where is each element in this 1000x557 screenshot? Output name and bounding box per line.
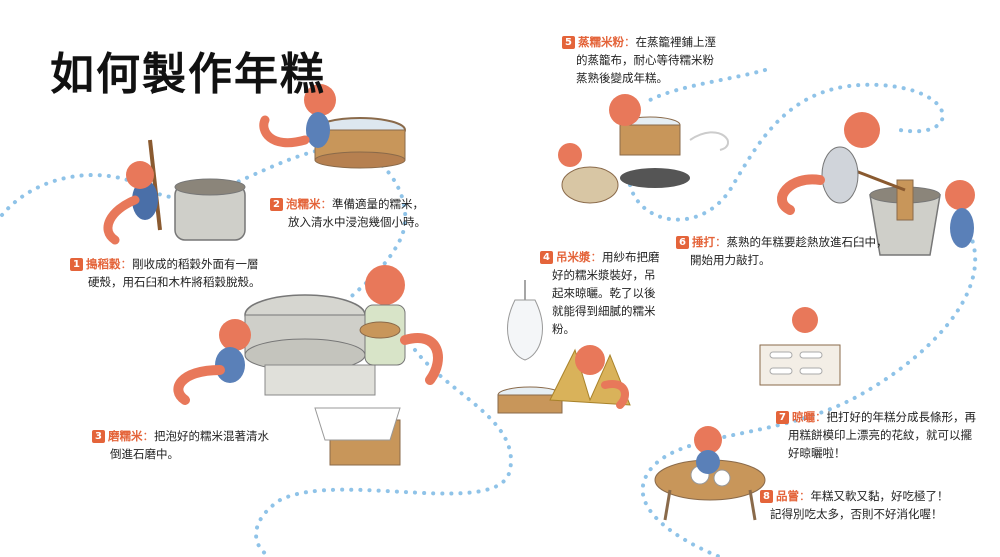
step-name: 品嘗 bbox=[776, 489, 799, 503]
step-desc-line: 記得別吃太多，否則不好消化喔！ bbox=[770, 507, 943, 521]
step-desc-line: 在蒸籠裡鋪上溼 bbox=[635, 35, 717, 49]
step-name: 搗稻穀 bbox=[86, 257, 121, 271]
step-desc-line: 硬殼，用石臼和木杵將稻穀脫殼。 bbox=[88, 275, 261, 289]
step-number-badge: 5 bbox=[562, 36, 575, 49]
step-desc-line: 起來晾曬。乾了以後 bbox=[552, 286, 656, 300]
scene-tasting bbox=[654, 426, 766, 521]
step-name: 捶打 bbox=[692, 235, 715, 249]
step-number-badge: 8 bbox=[760, 490, 773, 503]
step-desc-line: 蒸熟的年糕要趁熱放進石臼中， bbox=[726, 235, 888, 249]
step-desc-line: 好的糯米漿裝好，吊 bbox=[552, 268, 656, 282]
step-desc-line: 倒進石磨中。 bbox=[110, 447, 179, 461]
step-desc-line: 蒸熟後變成年糕。 bbox=[576, 71, 668, 85]
step-number-badge: 1 bbox=[70, 258, 83, 271]
step-number-badge: 3 bbox=[92, 430, 105, 443]
step-desc-line: 開始用力敲打。 bbox=[690, 253, 771, 267]
step-desc-line: 的蒸籠布，耐心等待糯米粉 bbox=[576, 53, 714, 67]
step-number-badge: 6 bbox=[676, 236, 689, 249]
step-name: 蒸糯米粉 bbox=[578, 35, 624, 49]
step-number-badge: 2 bbox=[270, 198, 283, 211]
page-title: 如何製作年糕 bbox=[50, 49, 326, 100]
scene-milling bbox=[173, 265, 443, 466]
step-desc-line: 好晾曬啦！ bbox=[788, 446, 846, 460]
step-desc-line: 年糕又軟又黏，好吃極了！ bbox=[810, 489, 949, 503]
scene-hanging bbox=[497, 280, 631, 414]
step-desc-line: 用紗布把磨 bbox=[602, 250, 660, 264]
step-desc-line: 把打好的年糕分成長條形，再 bbox=[826, 410, 977, 424]
step-name: 泡糯米 bbox=[286, 197, 321, 211]
step-name: 磨糯米 bbox=[108, 429, 143, 443]
dotted-path-4 bbox=[648, 68, 767, 102]
dotted-path-2 bbox=[628, 82, 945, 222]
step-desc-line: 用糕餅模印上漂亮的花紋，就可以擺 bbox=[788, 428, 972, 442]
step-number-badge: 4 bbox=[540, 251, 553, 264]
step-desc-line: 放入清水中浸泡幾個小時。 bbox=[288, 215, 426, 229]
scene-steaming bbox=[558, 94, 729, 204]
scene-pounding bbox=[777, 112, 975, 256]
step-name: 吊米漿 bbox=[556, 250, 591, 264]
scene-husking bbox=[103, 139, 246, 245]
step-desc-line: 準備適量的糯米， bbox=[332, 197, 424, 211]
step-desc-line: 把泡好的糯米混著清水 bbox=[154, 429, 269, 443]
scene-drying bbox=[759, 307, 841, 386]
dotted-path bbox=[0, 145, 513, 557]
dotted-path-3 bbox=[640, 223, 978, 557]
step-desc-line: 粉。 bbox=[552, 322, 575, 336]
step-desc-line: 就能得到細膩的糯米 bbox=[552, 304, 656, 318]
step-name: 晾曬 bbox=[792, 410, 815, 424]
step-desc-line: 剛收成的稻穀外面有一層 bbox=[132, 257, 259, 271]
step-number-badge: 7 bbox=[776, 411, 789, 424]
scene-soaking bbox=[259, 84, 406, 169]
